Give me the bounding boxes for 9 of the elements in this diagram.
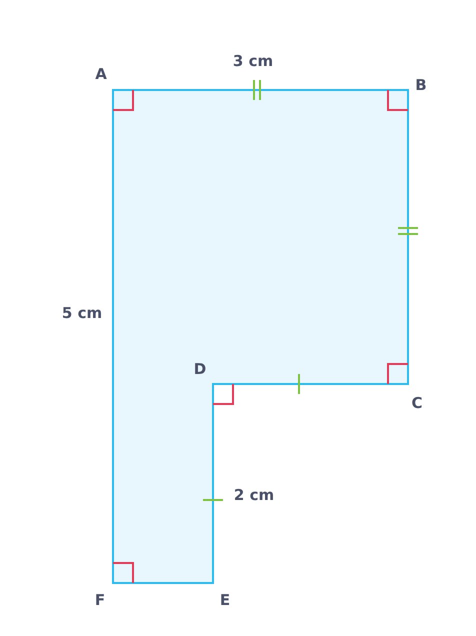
- vertex-label: D: [194, 360, 206, 378]
- vertex-label: E: [220, 591, 230, 609]
- dimension-label: 5 cm: [62, 304, 102, 322]
- dimension-label: 2 cm: [234, 486, 274, 504]
- dimension-label: 3 cm: [232, 52, 274, 70]
- vertex-label: C: [412, 394, 422, 412]
- vertex-label: A: [95, 65, 107, 83]
- vertex-label: F: [94, 591, 106, 609]
- vertex-label: B: [415, 76, 427, 94]
